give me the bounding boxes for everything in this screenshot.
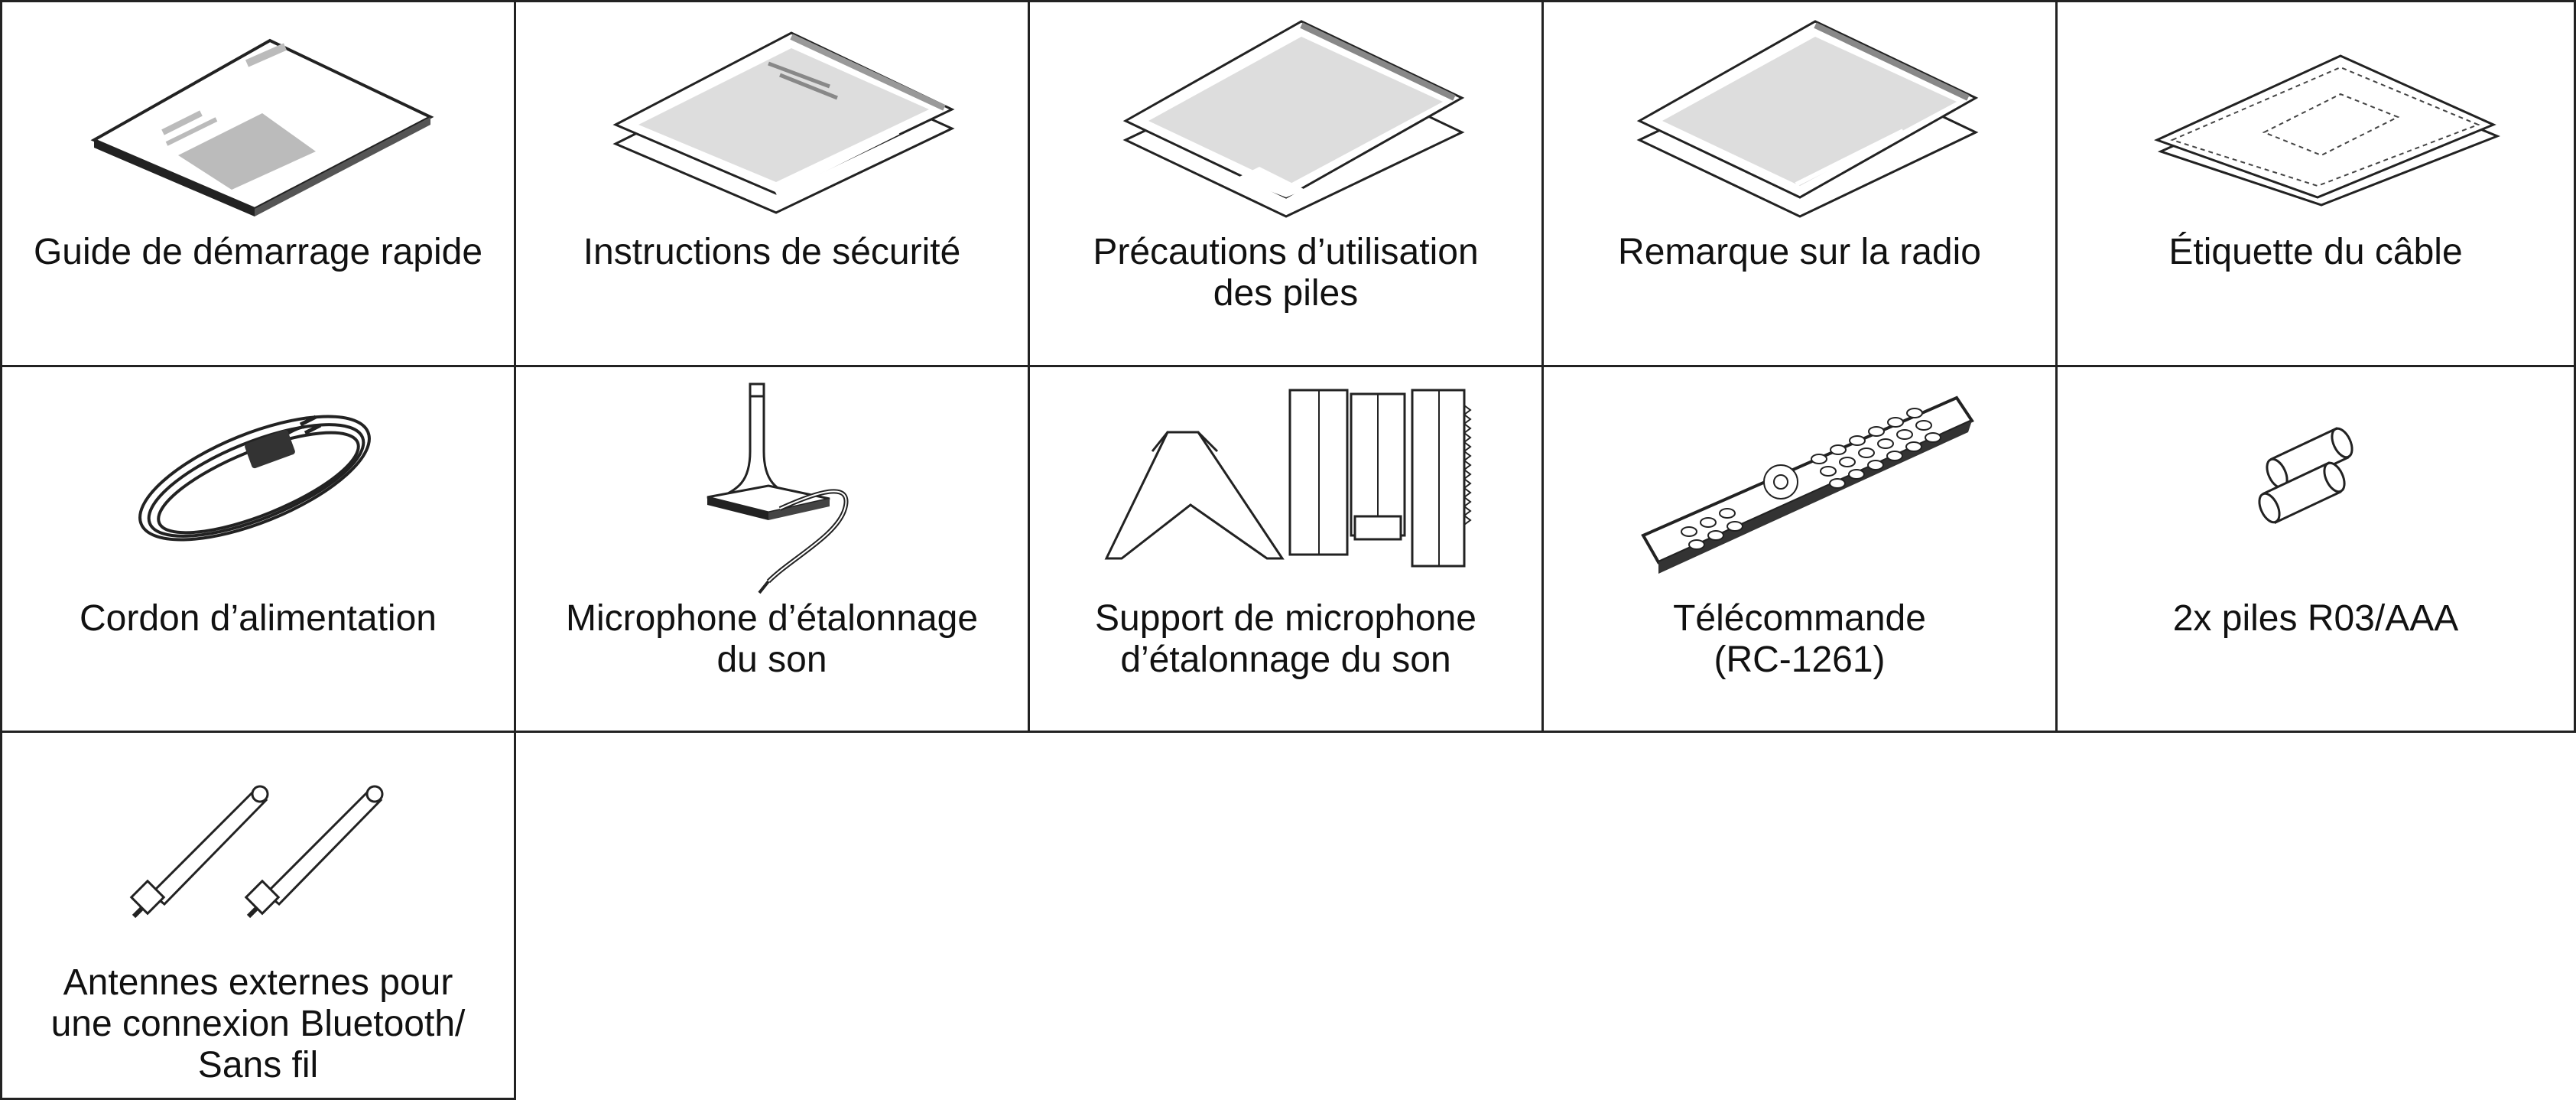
item-label: Cordon d’alimentation	[80, 598, 437, 639]
item-label: Télécommande (RC-1261)	[1673, 598, 1926, 680]
microphone-stand-icon	[1104, 389, 1472, 568]
battery-precautions-sheet-icon	[1122, 20, 1465, 218]
accessory-cell: Télécommande (RC-1261)	[1541, 365, 2058, 733]
item-label: Guide de démarrage rapide	[33, 232, 483, 272]
radio-notice-sheet-icon	[1636, 20, 1979, 218]
accessory-cell: 2x piles R03/AAA	[2055, 365, 2576, 733]
item-label: Étiquette du câble	[2168, 232, 2463, 272]
accessory-cell: Microphone d’étalonnage du son	[514, 365, 1030, 733]
item-label: Remarque sur la radio	[1618, 232, 1981, 272]
accessory-cell: Étiquette du câble	[2055, 0, 2576, 367]
accessory-cell: Cordon d’alimentation	[0, 365, 516, 733]
accessory-cell: Précautions d’utilisation des piles	[1028, 0, 1544, 367]
accessory-cell: Guide de démarrage rapide	[0, 0, 516, 367]
accessory-cell: Antennes externes pour une connexion Blu…	[0, 731, 516, 1100]
accessory-cell: Remarque sur la radio	[1541, 0, 2058, 367]
calibration-microphone-icon	[707, 382, 849, 594]
remote-control-icon	[1641, 395, 1974, 574]
item-label: Antennes externes pour une connexion Blu…	[50, 962, 466, 1085]
item-label: Instructions de sécurité	[583, 232, 961, 272]
item-label: Microphone d’étalonnage du son	[565, 598, 979, 680]
external-antennas-icon	[129, 785, 384, 919]
aaa-batteries-icon	[2258, 427, 2353, 525]
accessory-cell: Instructions de sécurité	[514, 0, 1030, 367]
accessory-cell: Support de microphone d’étalonnage du so…	[1028, 365, 1544, 733]
safety-instructions-icon	[612, 31, 955, 214]
item-label: 2x piles R03/AAA	[2172, 598, 2459, 639]
item-label: Support de microphone d’étalonnage du so…	[1095, 598, 1476, 680]
cable-label-sheet-icon	[2154, 54, 2501, 207]
item-label: Précautions d’utilisation des piles	[1093, 232, 1479, 314]
power-cord-icon	[138, 415, 371, 542]
quick-start-guide-icon	[90, 38, 434, 216]
